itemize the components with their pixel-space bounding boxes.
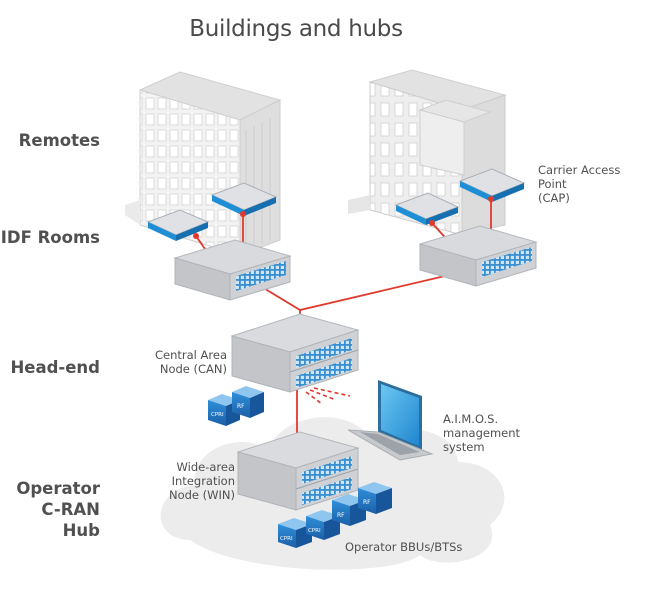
page-title: Buildings and hubs [189,16,403,42]
tier-label-idf-rooms: IDF Rooms [0,227,100,248]
bbu-label-rf-2: RF [363,499,371,506]
tier-label-idf-rooms-text: IDF Rooms [0,228,100,247]
remote-unit-left-1 [146,209,210,241]
aimos-label: A.I.M.O.S. management system [443,412,520,454]
tier-label-remotes-text: Remotes [18,131,100,150]
tier-label-head-end-text: Head-end [10,358,100,377]
module-label-rf: RF [237,403,245,410]
tier-label-operator-line1: Operator [16,479,100,498]
remote-unit-right-2 [458,168,526,202]
bbu-modules [278,482,392,548]
cap-label-line1: Carrier Access Point [538,163,621,191]
bbu-label: Operator BBUs/BTSs [345,540,462,554]
central-area-node [230,313,360,393]
aimos-label-line1: A.I.M.O.S. [443,412,499,426]
remote-unit-left-2 [210,182,278,216]
bbu-label-text: Operator BBUs/BTSs [345,540,463,554]
laptop-icon [347,380,434,461]
win-label-line3: Node (WIN) [168,488,235,502]
aimos-label-line3: system [443,440,485,454]
win-label: Wide-area Integration Node (WIN) [150,460,235,502]
bbu-label-cpri-2: CPRI [308,528,321,534]
can-label: Central Area Node (CAN) [130,348,227,376]
bbu-label-rf-1: RF [337,512,345,519]
tier-label-remotes: Remotes [10,130,100,151]
aimos-label-line2: management [443,426,521,440]
tier-label-head-end: Head-end [0,357,100,378]
cap-label-line2: (CAP) [538,191,570,205]
wireless-signal [305,387,351,405]
win-label-line2: Integration [171,474,235,488]
wide-area-integration-node [236,431,360,511]
win-label-line1: Wide-area [176,460,235,474]
can-modules [208,386,264,426]
tier-label-operator-line2: C-RAN Hub [41,500,100,540]
can-label-line2: Node (CAN) [159,362,227,376]
idf-switch-left [173,239,292,301]
can-label-line1: Central Area [155,348,227,362]
left-building [125,71,282,256]
cap-label: Carrier Access Point (CAP) [538,163,650,205]
module-label-cpri: CPRI [211,412,224,418]
remote-unit-right-1 [394,192,460,225]
idf-switch-right [418,225,538,287]
tier-label-operator: Operator C-RAN Hub [0,478,100,541]
right-building [348,69,507,236]
bbu-label-cpri-1: CPRI [280,536,293,542]
